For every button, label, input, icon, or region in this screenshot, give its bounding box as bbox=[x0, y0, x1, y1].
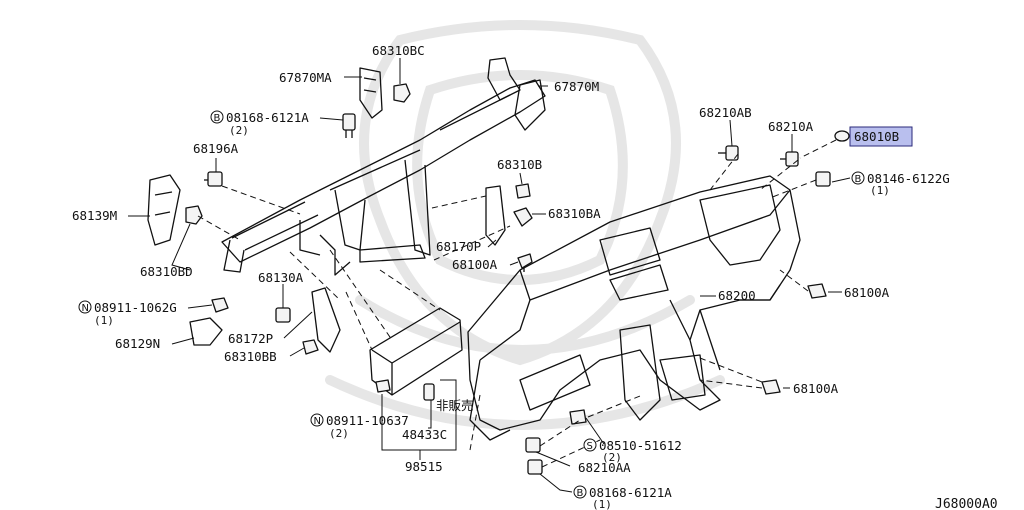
bracket-68170P bbox=[485, 185, 506, 246]
label-68010B: 68010B bbox=[854, 129, 899, 144]
airbag-module-48433C bbox=[369, 307, 463, 396]
label-68210AB: 68210AB bbox=[699, 105, 752, 120]
label-68139M: 68139M bbox=[72, 208, 117, 223]
prefix-b-right: B bbox=[855, 174, 862, 185]
n-prefix-icon bbox=[310, 413, 324, 427]
bolt-08168-6121A-top bbox=[342, 113, 356, 138]
prefix-n-left: N bbox=[82, 303, 89, 314]
label-48433C: 48433C bbox=[402, 427, 447, 442]
nut-08911-1062G bbox=[211, 297, 229, 313]
n-prefix-icon bbox=[78, 300, 92, 314]
label-68129N: 68129N bbox=[115, 336, 160, 351]
label-08911-1062G: 08911-1062G bbox=[94, 300, 177, 315]
label-68310BD: 68310BD bbox=[140, 264, 193, 279]
label-68100A-lower: 68100A bbox=[793, 381, 839, 396]
clip-68100A-right bbox=[807, 283, 827, 299]
label-08510-51612: 08510-51612 bbox=[599, 438, 682, 453]
diagram-id: J68000A0 bbox=[935, 497, 998, 510]
nut-68310BC bbox=[393, 83, 411, 103]
label-08911-10637: 08911-10637 bbox=[326, 413, 409, 428]
b-prefix-icon bbox=[573, 485, 587, 499]
clip-68100A-lower bbox=[761, 379, 781, 395]
bolt-68210AA bbox=[525, 437, 541, 453]
qty-08510-51612: (2) bbox=[602, 451, 622, 464]
leader-lines bbox=[128, 58, 851, 493]
prefix-s: S bbox=[587, 441, 593, 452]
screw-08510-51612 bbox=[569, 409, 587, 425]
s-prefix-icon bbox=[583, 438, 597, 452]
label-68310BC: 68310BC bbox=[372, 43, 425, 58]
nut-68310BB bbox=[302, 339, 319, 355]
label-68210AA: 68210AA bbox=[578, 460, 631, 475]
watermark-emblem bbox=[325, 20, 725, 430]
nut-68310BD bbox=[185, 205, 203, 225]
label-68210A: 68210A bbox=[768, 119, 814, 134]
bolt-08146-6122G bbox=[815, 171, 831, 187]
label-68310B: 68310B bbox=[497, 157, 542, 172]
bracket-68139M bbox=[147, 174, 181, 246]
prefix-b-top: B bbox=[214, 113, 221, 124]
bracket-68129N bbox=[189, 317, 223, 346]
qty-08146-6122G: (1) bbox=[870, 184, 890, 197]
label-not-for-sale: 非販売 bbox=[436, 398, 474, 413]
label-68130A: 68130A bbox=[258, 270, 304, 285]
label-68310BA: 68310BA bbox=[548, 206, 601, 221]
nut-68310BA bbox=[513, 207, 533, 227]
label-08168-6121A-top: 08168-6121A bbox=[226, 110, 309, 125]
label-68100A-right: 68100A bbox=[844, 285, 890, 300]
bolt-08168-6121A-bottom bbox=[527, 459, 543, 475]
bracket-68172P bbox=[311, 287, 341, 353]
bolt-68130A bbox=[275, 307, 291, 323]
bolt-68196A bbox=[204, 171, 223, 187]
label-08146-6122G: 08146-6122G bbox=[867, 171, 950, 186]
b-prefix-icon bbox=[210, 110, 224, 124]
clip-68100A-mid bbox=[517, 253, 533, 272]
highlight-68010B bbox=[849, 126, 913, 147]
bolt-48433C bbox=[423, 383, 435, 401]
label-68100A-mid: 68100A bbox=[452, 257, 498, 272]
cap-68010B bbox=[834, 130, 850, 142]
label-68172P: 68172P bbox=[228, 331, 273, 346]
prefix-b-bottom: B bbox=[577, 488, 584, 499]
prefix-n-bottom: N bbox=[314, 416, 321, 427]
qty-08911-10637: (2) bbox=[329, 427, 349, 440]
label-68170P: 68170P bbox=[436, 239, 481, 254]
bolt-68210A bbox=[780, 151, 799, 167]
bracket-67870MA bbox=[359, 67, 383, 119]
qty-08911-1062G: (1) bbox=[94, 314, 114, 327]
nut-08911-10637 bbox=[375, 379, 391, 393]
label-67870M: 67870M bbox=[554, 79, 599, 94]
qty-08168-6121A-top: (2) bbox=[229, 124, 249, 137]
instrument-panel-68200 bbox=[467, 175, 801, 441]
nut-68310B bbox=[515, 183, 531, 199]
label-67870MA: 67870MA bbox=[279, 70, 332, 85]
label-68310BB: 68310BB bbox=[224, 349, 277, 364]
label-68200: 68200 bbox=[718, 288, 756, 303]
label-98515: 98515 bbox=[405, 459, 443, 474]
label-68196A: 68196A bbox=[193, 141, 239, 156]
assembly-dash-lines bbox=[197, 139, 837, 468]
b-prefix-icon bbox=[851, 171, 865, 185]
label-08168-6121A-bottom: 08168-6121A bbox=[589, 485, 672, 500]
qty-08168-6121A-bottom: (1) bbox=[592, 498, 612, 510]
part-labels: 68310BC 67870MA 67870M B 08168-6121A (2)… bbox=[72, 43, 998, 510]
